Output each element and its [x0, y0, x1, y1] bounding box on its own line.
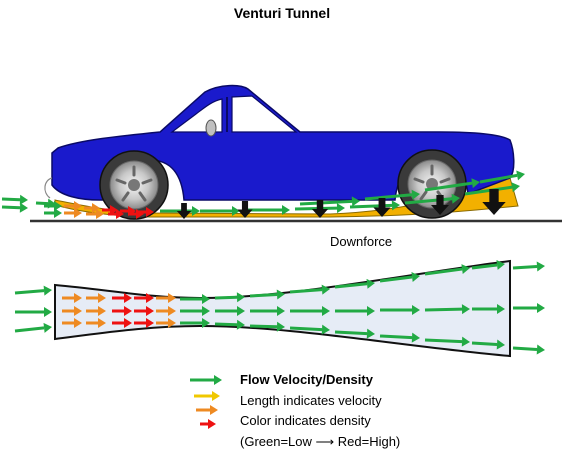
downforce-label: Downforce	[330, 234, 392, 249]
arrow-right-icon	[112, 306, 132, 316]
legend-title: Flow Velocity/Density	[240, 372, 374, 387]
arrow-right-icon	[112, 293, 132, 303]
legend-arrows	[190, 375, 222, 429]
arrow-right-icon	[472, 304, 505, 314]
arrow-right-icon	[364, 189, 420, 201]
arrow-right-icon	[424, 264, 470, 276]
arrow-right-icon	[512, 261, 545, 272]
arrow-right-icon	[334, 328, 375, 339]
arrow-down-icon	[482, 189, 506, 215]
arrow-right-icon	[215, 306, 245, 316]
arrow-right-icon	[200, 206, 240, 216]
arrow-right-icon	[424, 336, 470, 347]
arrow-right-icon	[513, 303, 545, 313]
arrow-right-icon	[250, 306, 285, 316]
arrow-right-icon	[180, 294, 210, 304]
arrow-right-icon	[471, 339, 505, 350]
arrow-right-icon	[424, 178, 480, 192]
arrow-down-icon	[311, 200, 329, 218]
arrow-right-icon	[134, 306, 154, 316]
arrow-right-icon	[180, 306, 210, 316]
arrow-right-icon	[64, 201, 82, 211]
arrow-right-icon	[86, 293, 106, 303]
arrow-right-icon	[380, 305, 420, 315]
arrow-right-icon	[14, 285, 52, 296]
front-bumper	[44, 177, 53, 199]
legend-arrow-yellow	[194, 391, 220, 401]
arrow-right-icon	[334, 278, 375, 289]
arrow-right-icon	[471, 259, 505, 270]
legend-arrow-red	[200, 419, 216, 429]
arrow-down-icon	[176, 203, 192, 219]
arrow-right-icon	[86, 306, 106, 316]
venturi-tunnel	[54, 259, 511, 358]
car-section	[1, 84, 562, 223]
legend-line-scale: (Green=Low ⟶ Red=High)	[240, 434, 400, 449]
arrow-right-icon	[156, 293, 176, 303]
arrow-down-icon	[237, 201, 253, 218]
diagram-title: Venturi Tunnel	[234, 5, 330, 21]
rear-window	[231, 95, 298, 133]
arrow-right-icon	[512, 344, 545, 355]
arrow-right-icon	[214, 319, 245, 330]
arrow-right-icon	[62, 306, 82, 316]
arrow-right-icon	[424, 304, 470, 315]
arrow-right-icon	[299, 196, 360, 207]
arrow-right-icon	[86, 318, 106, 328]
mirror-icon	[205, 119, 217, 137]
arrow-right-icon	[249, 289, 285, 300]
arrow-right-icon	[108, 209, 124, 219]
arrow-right-icon	[180, 318, 210, 328]
arrow-right-icon	[464, 182, 520, 196]
arrow-right-icon	[128, 209, 144, 219]
arrow-right-icon	[84, 203, 100, 213]
arrow-right-icon	[134, 318, 154, 328]
arrow-right-icon	[479, 170, 525, 184]
tunnel-flow-arrows	[14, 259, 545, 355]
arrow-right-icon	[290, 306, 330, 316]
arrow-right-icon	[156, 306, 176, 316]
front-wheel-icon	[99, 150, 169, 220]
arrow-right-icon	[14, 322, 52, 333]
arrow-right-icon	[1, 194, 28, 205]
arrow-right-icon	[86, 209, 104, 219]
tunnel-section	[14, 259, 545, 358]
arrow-right-icon	[294, 203, 345, 214]
legend-arrow-green	[190, 375, 222, 385]
legend-arrow-orange	[196, 405, 218, 415]
downforce-arrows	[176, 189, 506, 219]
arrow-right-icon	[62, 318, 82, 328]
arrow-right-icon	[64, 208, 82, 218]
arrow-right-icon	[404, 193, 460, 205]
arrow-right-icon	[44, 208, 62, 218]
arrow-right-icon	[335, 306, 375, 316]
arrow-right-icon	[62, 293, 82, 303]
arrow-right-icon	[379, 272, 420, 283]
arrow-right-icon	[134, 293, 154, 303]
arrow-right-icon	[112, 318, 132, 328]
car-flow-arrows	[1, 170, 525, 219]
arrow-right-icon	[15, 307, 52, 317]
rear-wheel-icon	[397, 149, 467, 219]
arrow-right-icon	[214, 292, 245, 303]
arrow-right-icon	[1, 202, 28, 213]
arrow-right-icon	[379, 332, 420, 343]
arrow-down-icon	[431, 195, 449, 215]
arrow-down-icon	[373, 198, 391, 217]
legend-line-density: Color indicates density	[240, 413, 371, 428]
legend: Flow Velocity/Density Length indicates v…	[190, 372, 400, 449]
arrow-right-icon	[289, 284, 330, 295]
legend-line-velocity: Length indicates velocity	[240, 393, 382, 408]
arrow-right-icon	[156, 318, 176, 328]
arrow-right-icon	[289, 324, 330, 335]
arrow-right-icon	[249, 321, 285, 332]
arrow-right-icon	[44, 201, 62, 211]
